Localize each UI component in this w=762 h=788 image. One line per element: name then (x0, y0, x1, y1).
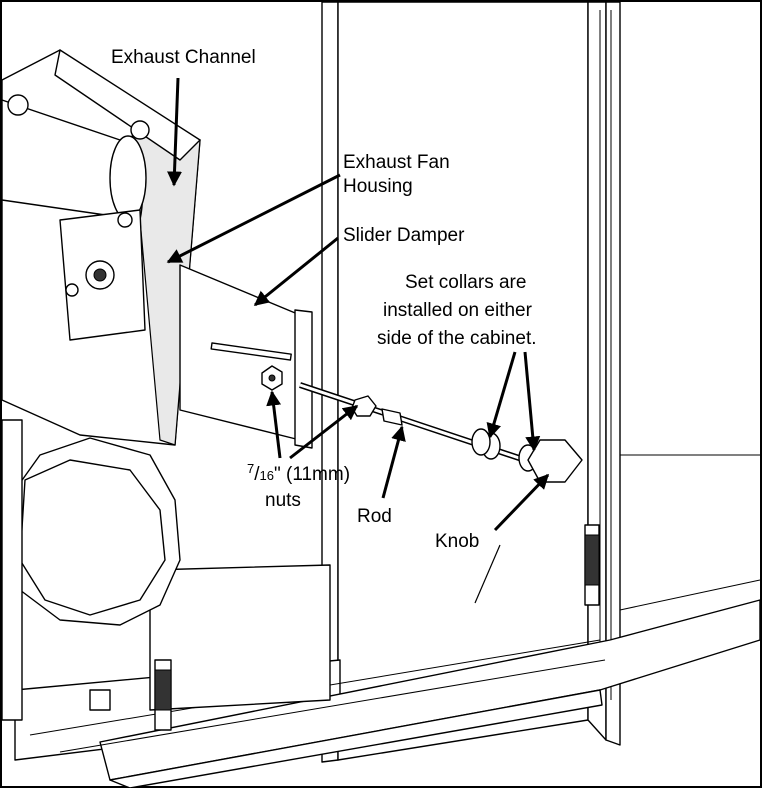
leveling-feet (89, 524, 600, 731)
label-nuts: nuts (265, 490, 301, 511)
label-exhaust-channel: Exhaust Channel (111, 47, 256, 68)
rod-assembly (299, 382, 583, 483)
label-knob: Knob (435, 531, 479, 552)
exhaust-fan-housing (1, 49, 201, 721)
label-set-collars-line3: side of the cabinet. (377, 328, 537, 349)
slider-damper (179, 264, 313, 449)
label-set-collars-line2: installed on either (383, 300, 533, 321)
leader-arrows (166, 77, 550, 604)
label-exhaust-fan-line1: Exhaust Fan (343, 152, 450, 173)
cabinet-base (14, 454, 761, 788)
label-nuts-size: 7/16" (11mm) (247, 461, 350, 485)
label-set-collars-line1: Set collars are (405, 272, 526, 293)
cabinet-side-panels (321, 1, 621, 763)
label-exhaust-fan-line2: Housing (343, 176, 413, 197)
label-rod: Rod (357, 506, 392, 527)
label-slider-damper: Slider Damper (343, 225, 465, 246)
